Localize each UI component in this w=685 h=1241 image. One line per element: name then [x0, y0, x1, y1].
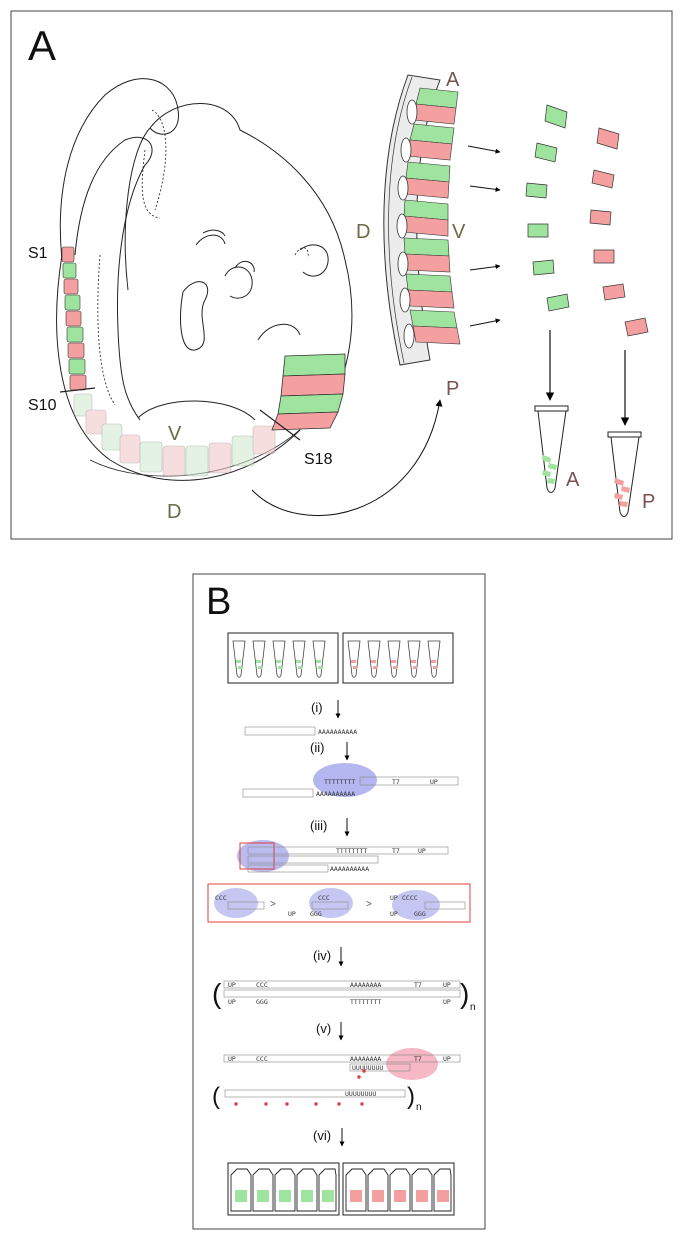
step-vi-label: (vi)	[313, 1128, 331, 1143]
s18-boundary	[259, 409, 301, 441]
step-iv-label: (iv)	[313, 948, 331, 963]
up-sequence: UP	[228, 1055, 236, 1063]
ccc-sequence: CCC	[256, 981, 268, 989]
panel-b-letter: B	[206, 581, 231, 623]
switch-arrowhead: >	[270, 899, 276, 910]
paren-close: )	[460, 978, 469, 1009]
up-sequence: UP	[443, 998, 451, 1006]
somites-tail	[271, 353, 346, 431]
t7-promoter: T7	[414, 981, 422, 989]
up-sequence: UP	[418, 847, 426, 855]
polyA-tail: AAAAAAAAAA	[330, 865, 369, 873]
polyA-tail: AAAAAAAAAA	[316, 790, 355, 798]
step-ii-duplex: TTTTTTTT T7 UP AAAAAAAAAA	[242, 763, 459, 798]
ivt-transcription: UP CCC AAAAAAAA T7 UP UUUUUUUU	[223, 1048, 461, 1080]
polyA-tail: AAAAAAAAAA	[318, 728, 357, 736]
microarray-slides	[227, 1162, 455, 1216]
somite-strip	[383, 74, 461, 366]
tube-rack-top	[227, 632, 454, 684]
t7-promoter: T7	[392, 778, 400, 786]
polyA-run: AAAAAAAA	[350, 981, 381, 989]
separation-arrows	[467, 145, 501, 327]
switch-arrowhead: >	[366, 899, 372, 910]
label-s1: S1	[28, 245, 48, 262]
ggg-sequence: GGG	[310, 910, 322, 918]
amplification-n: n	[470, 1002, 476, 1013]
template-switch-inset: CCC > CCC UP GGG > UP CCCC UP GGG	[207, 883, 471, 923]
panel-a-frame	[10, 10, 673, 540]
panel-a-letter: A	[28, 22, 56, 69]
posterior-tube	[607, 431, 642, 517]
up-sequence: UP	[390, 910, 398, 918]
amplification-n: n	[416, 1102, 422, 1113]
step-v-label: (v)	[316, 1021, 331, 1036]
anterior-halves	[525, 104, 570, 312]
tube-label-posterior: P	[642, 491, 655, 513]
ccc-sequence: CCC	[256, 1055, 268, 1063]
embryo-label-ventral: V	[168, 423, 182, 445]
t7-promoter: T7	[392, 847, 400, 855]
anterior-tube	[534, 405, 569, 493]
arna-product: ( UUUUUUUU ) n	[212, 1083, 422, 1113]
oligo-dT: TTTTTTTT	[336, 847, 367, 855]
polyA-run: AAAAAAAA	[350, 1055, 381, 1063]
strip-label-ventral: V	[452, 221, 466, 243]
s10-boundary	[59, 387, 96, 393]
posterior-halves	[589, 127, 649, 337]
embryo-label-dorsal: D	[167, 501, 181, 523]
label-s10: S10	[28, 397, 57, 414]
up-sequence: UP	[443, 1055, 451, 1063]
paren-close: )	[407, 1083, 415, 1110]
step-i-label: (i)	[311, 700, 323, 715]
somites-ventral-curve	[73, 393, 276, 477]
oligo-dT: TTTTTTTT	[324, 778, 355, 786]
mrna-strand: AAAAAAAAAA	[244, 726, 357, 736]
curved-arrow	[251, 399, 443, 517]
up-sequence: UP	[430, 778, 438, 786]
step-ii-label: (ii)	[310, 740, 324, 755]
up-sequence: UP	[288, 910, 296, 918]
embryo-dotted-outline	[97, 109, 309, 406]
up-sequence: UP	[443, 981, 451, 989]
oligo-dT: TTTTTTTT	[350, 998, 381, 1006]
up-sequence: UP	[390, 894, 398, 902]
label-s18: S18	[304, 451, 333, 468]
step-iii-label: (iii)	[310, 818, 327, 833]
strip-label-anterior: A	[446, 69, 460, 91]
polyU-run: UUUUUUUU	[352, 1064, 383, 1072]
paren-open: (	[212, 978, 222, 1009]
strip-label-dorsal: D	[356, 221, 370, 243]
t7-promoter: T7	[414, 1055, 422, 1063]
up-sequence: UP	[228, 998, 236, 1006]
ggg-sequence: GGG	[414, 910, 426, 918]
cccc-sequence: CCCC	[402, 894, 418, 902]
somites-dorsal	[61, 246, 87, 391]
tube-label-anterior: A	[566, 469, 580, 491]
step-iii-duplex: TTTTTTTT T7 UP AAAAAAAAAA	[237, 840, 449, 873]
strip-label-posterior: P	[446, 378, 459, 400]
ds-cdna-duplex: ( UP CCC AAAAAAAA T7 UP UP GGG TTTTTTTT …	[212, 978, 476, 1013]
ccc-overhang: CCC	[215, 894, 227, 902]
up-sequence: UP	[228, 981, 236, 989]
ccc-overhang: CCC	[318, 894, 330, 902]
panel-b-frame	[192, 573, 486, 1230]
ggg-sequence: GGG	[256, 998, 268, 1006]
polyU-run: UUUUUUUU	[345, 1090, 376, 1098]
paren-open: (	[212, 1083, 220, 1110]
